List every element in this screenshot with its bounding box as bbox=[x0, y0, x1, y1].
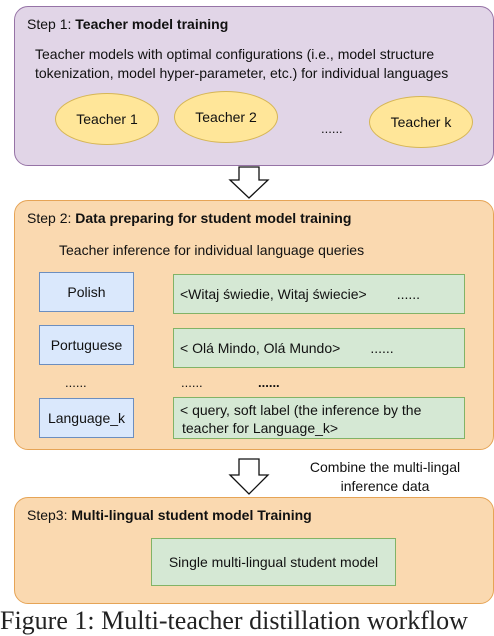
combine-label: Combine the multi-lingal inference data bbox=[309, 459, 461, 494]
pair-ellipsis-2: ...... bbox=[258, 375, 280, 390]
pair-language-k: < query, soft label (the inference by th… bbox=[173, 397, 465, 439]
pair-ellipsis: ...... bbox=[181, 375, 203, 390]
step1-title: Step 1: Teacher model training bbox=[27, 16, 229, 32]
down-arrow-2 bbox=[228, 458, 270, 495]
teacher-2-node: Teacher 2 bbox=[174, 91, 278, 143]
teacher-ellipsis: ...... bbox=[321, 121, 343, 136]
teacher-1-node: Teacher 1 bbox=[55, 93, 159, 145]
step2-title: Step 2: Data preparing for student model… bbox=[27, 210, 352, 226]
pair-portuguese: < Olá Mindo, Olá Mundo>...... bbox=[173, 328, 465, 368]
step1-description: Teacher models with optimal configuratio… bbox=[35, 46, 449, 81]
step2-description: Teacher inference for individual languag… bbox=[59, 242, 365, 258]
language-polish: Polish bbox=[39, 272, 134, 312]
language-portuguese: Portuguese bbox=[39, 325, 134, 365]
language-k: Language_k bbox=[39, 398, 134, 438]
student-model-box: Single multi-lingual student model bbox=[151, 538, 396, 586]
step3-panel: Step3: Multi-lingual student model Train… bbox=[14, 497, 494, 604]
pair-polish: <Witaj świedie, Witaj świecie>...... bbox=[173, 274, 465, 314]
step2-panel: Step 2: Data preparing for student model… bbox=[14, 200, 494, 450]
step1-panel: Step 1: Teacher model training Teacher m… bbox=[14, 6, 494, 166]
down-arrow-1 bbox=[228, 166, 270, 199]
teacher-k-node: Teacher k bbox=[369, 96, 473, 148]
figure-caption: Figure 1: Multi-teacher distillation wor… bbox=[0, 606, 468, 635]
step3-title: Step3: Multi-lingual student model Train… bbox=[27, 507, 312, 523]
language-ellipsis: ...... bbox=[65, 375, 87, 390]
